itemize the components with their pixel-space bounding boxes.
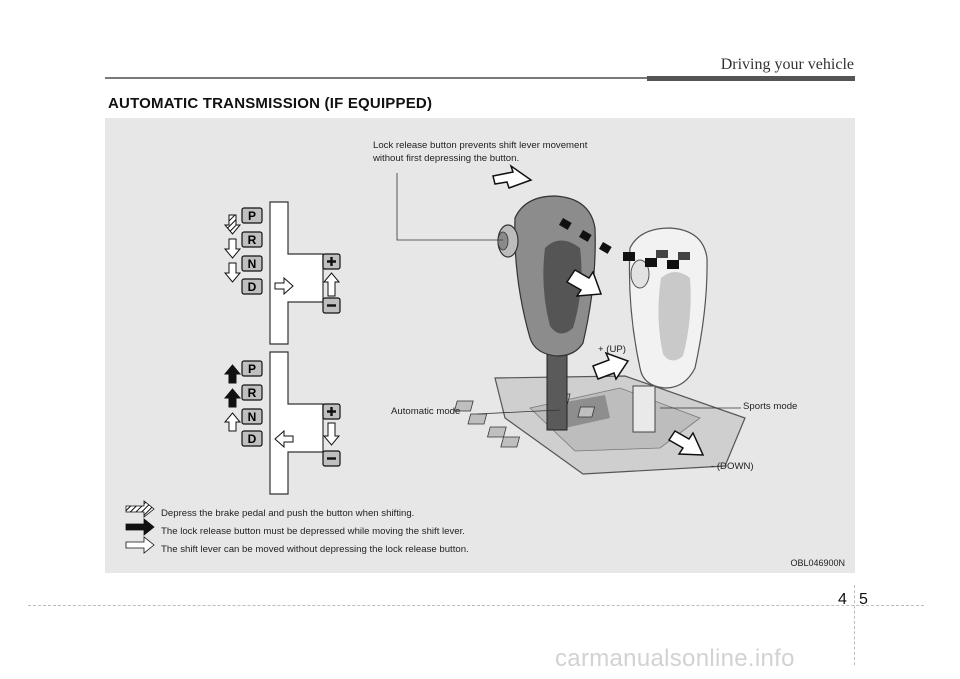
gear-d-1: D — [241, 278, 263, 295]
transmission-illustration: P R N D — [125, 164, 746, 554]
svg-text:D: D — [248, 432, 257, 446]
header-rule — [105, 77, 855, 79]
legend-icons — [125, 500, 155, 554]
minus-direction-arrow-icon — [667, 430, 705, 456]
gear-r-2: R — [241, 384, 263, 401]
watermark: carmanualsonline.info — [555, 645, 795, 672]
label-sports-mode: Sports mode — [743, 401, 798, 412]
legend-item-solid: The lock release button must be depresse… — [161, 526, 465, 537]
svg-text:R: R — [248, 233, 257, 247]
outline-arrow-icon — [223, 238, 242, 259]
legend-item-hatched: Depress the brake pedal and push the but… — [161, 508, 415, 519]
gear-p-1: P — [241, 207, 263, 224]
svg-text:R: R — [248, 386, 257, 400]
figure-code: OBL046900N — [790, 558, 845, 568]
shifter-illustration — [396, 164, 746, 475]
svg-text:N: N — [248, 410, 257, 424]
outline-arrow-icon — [223, 412, 242, 432]
hatched-arrow-icon — [223, 214, 242, 235]
shift-gate-diagram-1: P R N D — [223, 201, 341, 345]
page-number: 5 — [859, 591, 868, 608]
callout-lock-line2: without first depressing the button. — [373, 153, 520, 164]
gear-r-1: R — [241, 231, 263, 248]
label-automatic-mode: Automatic mode — [391, 406, 461, 417]
shift-gate-diagram-2: P R N D — [223, 351, 341, 495]
label-up: + (UP) — [598, 344, 626, 355]
outline-arrow-icon — [125, 536, 155, 554]
svg-text:P: P — [248, 362, 256, 376]
label-down: - (DOWN) — [711, 461, 754, 472]
footer-dashed-line — [28, 605, 924, 606]
plus-button-1 — [322, 253, 341, 270]
chapter-number: 4 — [838, 591, 847, 608]
solid-arrow-icon — [223, 364, 242, 384]
plus-direction-arrow-icon — [592, 351, 630, 381]
solid-arrow-icon — [223, 388, 242, 408]
hatched-arrow-icon — [125, 500, 155, 518]
legend-item-outline: The shift lever can be moved without dep… — [161, 544, 469, 555]
page-number-divider — [854, 585, 855, 665]
outline-arrow-icon — [322, 272, 341, 297]
svg-text:P: P — [248, 209, 256, 223]
outline-arrow-icon — [223, 262, 242, 283]
sports-arrow-icon — [565, 269, 603, 297]
header-title: Driving your vehicle — [720, 56, 854, 73]
minus-button-2 — [322, 450, 341, 467]
movement-path-band — [559, 217, 690, 269]
gear-p-2: P — [241, 360, 263, 377]
svg-text:N: N — [248, 257, 257, 271]
callout-lock-line1: Lock release button prevents shift lever… — [373, 140, 588, 151]
section-title: AUTOMATIC TRANSMISSION (IF EQUIPPED) — [108, 95, 433, 112]
gear-n-2: N — [241, 408, 263, 425]
minus-button-1 — [322, 297, 341, 314]
svg-text:D: D — [248, 280, 257, 294]
gear-n-1: N — [241, 255, 263, 272]
outline-arrow-icon — [322, 422, 341, 446]
solid-arrow-icon — [125, 518, 155, 536]
plus-button-2 — [322, 403, 341, 420]
outline-arrow-icon — [274, 429, 294, 449]
up-arrow-icon — [492, 164, 533, 189]
figure-panel: P R N D — [105, 118, 855, 573]
gear-d-2: D — [241, 430, 263, 447]
outline-arrow-icon — [274, 276, 294, 296]
header-bar — [647, 76, 855, 81]
